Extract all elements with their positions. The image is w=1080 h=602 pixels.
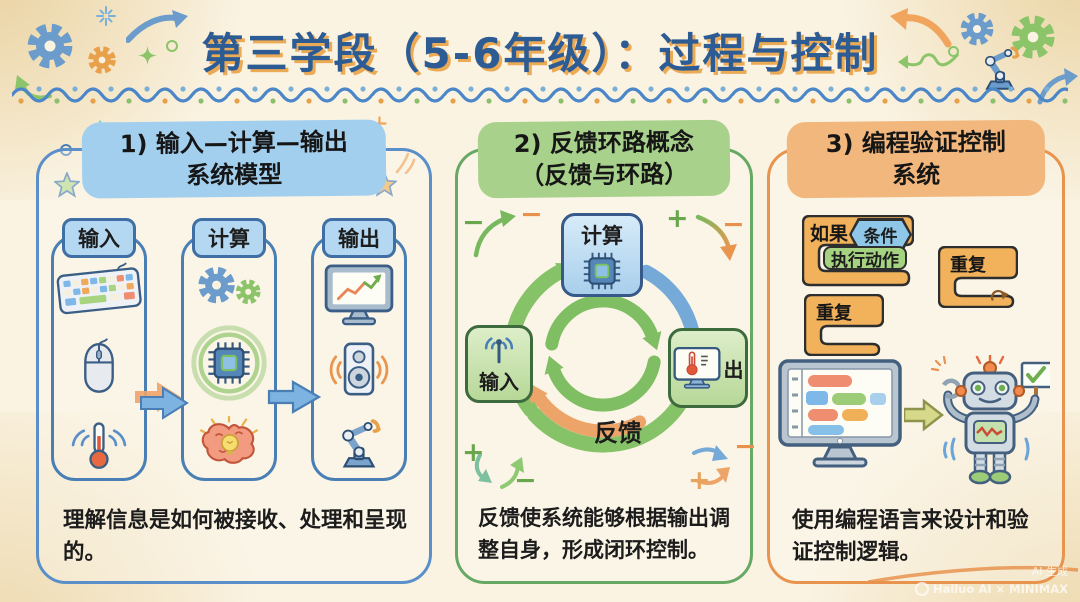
input-node: 输入 (465, 325, 533, 403)
panel3-heading-line2: 系统 (892, 160, 941, 189)
minus-sign: − (514, 465, 537, 496)
compute-column-label: 计算 (192, 218, 266, 258)
panel1-heading-line1: 1) 输入—计算—输出 (119, 127, 348, 159)
panel-io-system-model: 1) 输入—计算—输出 系统模型 输入 (36, 119, 432, 584)
block-code-monitor-icon (778, 359, 902, 468)
minus-sign: − (520, 199, 543, 230)
minus-sign: − (462, 207, 485, 238)
sparkle-icon (96, 6, 116, 26)
swoosh-arrow-icon (890, 8, 952, 48)
watermark: AI 生成 Hailuo AI × MINIMAX (914, 563, 1068, 596)
minus-sign: − (734, 431, 757, 462)
gears-icon (193, 264, 265, 310)
plus-sign: + (462, 437, 485, 468)
if-block-label: 如果 (810, 223, 849, 245)
feedback-label: 反馈 (594, 419, 642, 447)
condition-label: 条件 (851, 220, 910, 249)
watermark-brand: Hailuo AI × MINIMAX (914, 582, 1068, 596)
compute-node-label: 计算 (581, 224, 623, 248)
panel3-heading-line1: 3) 编程验证控制 (825, 128, 1006, 158)
dot-decoration (166, 40, 178, 52)
chip-icon (191, 325, 267, 401)
chip-icon (583, 252, 621, 290)
speaker-icon (329, 342, 389, 396)
swirl-decoration (868, 565, 1079, 584)
squiggle-arrow-icon (898, 53, 960, 69)
robot-arm-icon (326, 412, 392, 470)
panel2-heading: 2) 反馈环路概念 （反馈与环路） (477, 119, 731, 199)
output-column-label: 输出 (322, 218, 396, 258)
repeat-block-label: 重复 (950, 255, 986, 276)
flow-arrow-icon (267, 380, 322, 414)
flow-arrow-icon (135, 382, 189, 420)
panel1-caption: 理解信息是如何被接收、处理和呈现的。 (63, 508, 408, 566)
page-title: 第三学段（5-6年级）：过程与控制 (201, 29, 879, 78)
thermometer-sensor-icon (71, 422, 127, 469)
brain-idea-icon (199, 416, 259, 464)
monitor-chart-icon (324, 264, 394, 326)
output-column: 输出 (311, 218, 407, 481)
feedback-loop-diagram (473, 210, 737, 489)
repeat-arrow-icon (990, 289, 1009, 302)
yellow-arrow-icon (904, 398, 944, 432)
panel2-caption: 反馈使系统能够根据输出调整自身，形成闭环控制。 (478, 506, 730, 562)
watermark-brand-text: Hailuo AI × MINIMAX (932, 582, 1068, 596)
compute-column: 计算 (181, 218, 277, 481)
panel3-caption: 使用编程语言来设计和验证控制逻辑。 (792, 508, 1029, 566)
compute-node: 计算 (561, 213, 643, 297)
watermark-logo-icon (914, 582, 929, 596)
repeat-block (804, 294, 884, 356)
swoosh-arrow-icon (126, 10, 188, 43)
watermark-badge: AI 生成 (1031, 565, 1068, 578)
panel2-heading-line1: 2) 反馈环路概念 (513, 128, 694, 158)
mouse-icon (84, 338, 114, 393)
action-block: 执行动作 (823, 246, 907, 271)
plus-sign: + (688, 465, 711, 496)
output-node: 出 (668, 328, 748, 408)
input-node-label: 输入 (479, 369, 519, 394)
repeat-block-label: 重复 (816, 303, 852, 324)
panel-programming-verification: 3) 编程验证控制 系统 如果 条件 执行动作 重复 重复 (767, 119, 1065, 584)
output-node-label: 出 (723, 357, 744, 382)
keyboard-icon (56, 262, 142, 315)
panel1-heading: 1) 输入—计算—输出 系统模型 (81, 119, 387, 199)
panel1-heading-line2: 系统模型 (186, 160, 283, 190)
antenna-icon (484, 336, 514, 363)
panel-feedback-loop: 2) 反馈环路概念 （反馈与环路） (455, 119, 757, 584)
monitor-thermometer-icon (672, 346, 721, 389)
minus-sign: − (722, 209, 745, 240)
condition-hexagon: 条件 (849, 218, 912, 251)
panel3-heading: 3) 编程验证控制 系统 (786, 119, 1046, 199)
wavy-divider (12, 82, 1068, 108)
robot-with-checkmark-icon (930, 355, 1050, 485)
input-column-label: 输入 (62, 218, 136, 258)
dot-decoration (948, 46, 959, 57)
plus-sign: + (666, 203, 689, 234)
panel2-heading-line2: （反馈与环路） (520, 159, 689, 190)
repeat-block (938, 246, 1018, 308)
input-column: 输入 (51, 218, 147, 481)
